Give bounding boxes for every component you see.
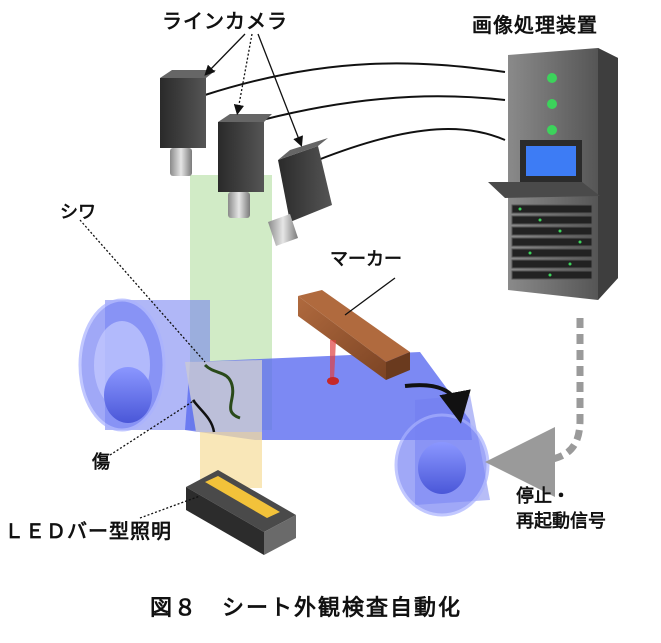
label-stop-signal-line1: 停止・ — [516, 486, 570, 507]
label-wrinkle: シワ — [60, 202, 96, 223]
wrinkle-mark — [203, 363, 241, 420]
camera-cables — [204, 62, 506, 161]
status-led-icon — [547, 99, 557, 109]
label-led-bar: ＬＥＤバー型照明 — [4, 519, 172, 543]
status-led-icon — [547, 73, 557, 83]
line-camera-2 — [218, 114, 272, 218]
figure-caption: 図８ シート外観検査自動化 — [150, 596, 463, 621]
status-led-icon — [547, 125, 557, 135]
travel-direction-arrow — [404, 383, 471, 424]
label-scratch: 傷 — [92, 452, 110, 473]
label-stop-signal-line2: 再起動信号 — [516, 511, 606, 532]
label-line-camera: ラインカメラ — [162, 9, 288, 33]
marker-device — [298, 290, 410, 385]
monitor-screen — [526, 146, 576, 176]
scratch-mark — [191, 399, 216, 433]
label-image-processor: 画像処理装置 — [472, 13, 598, 37]
line-camera-1 — [160, 70, 216, 176]
keyboard-tray — [488, 182, 600, 198]
stop-signal-arrow — [485, 318, 584, 497]
take-up-roll — [394, 395, 490, 517]
line-camera-3 — [268, 138, 332, 246]
leader-lines — [79, 33, 396, 519]
label-marker: マーカー — [330, 249, 402, 270]
led-bar-light — [186, 470, 296, 555]
image-processing-server — [488, 48, 618, 300]
supply-roll — [78, 298, 210, 432]
